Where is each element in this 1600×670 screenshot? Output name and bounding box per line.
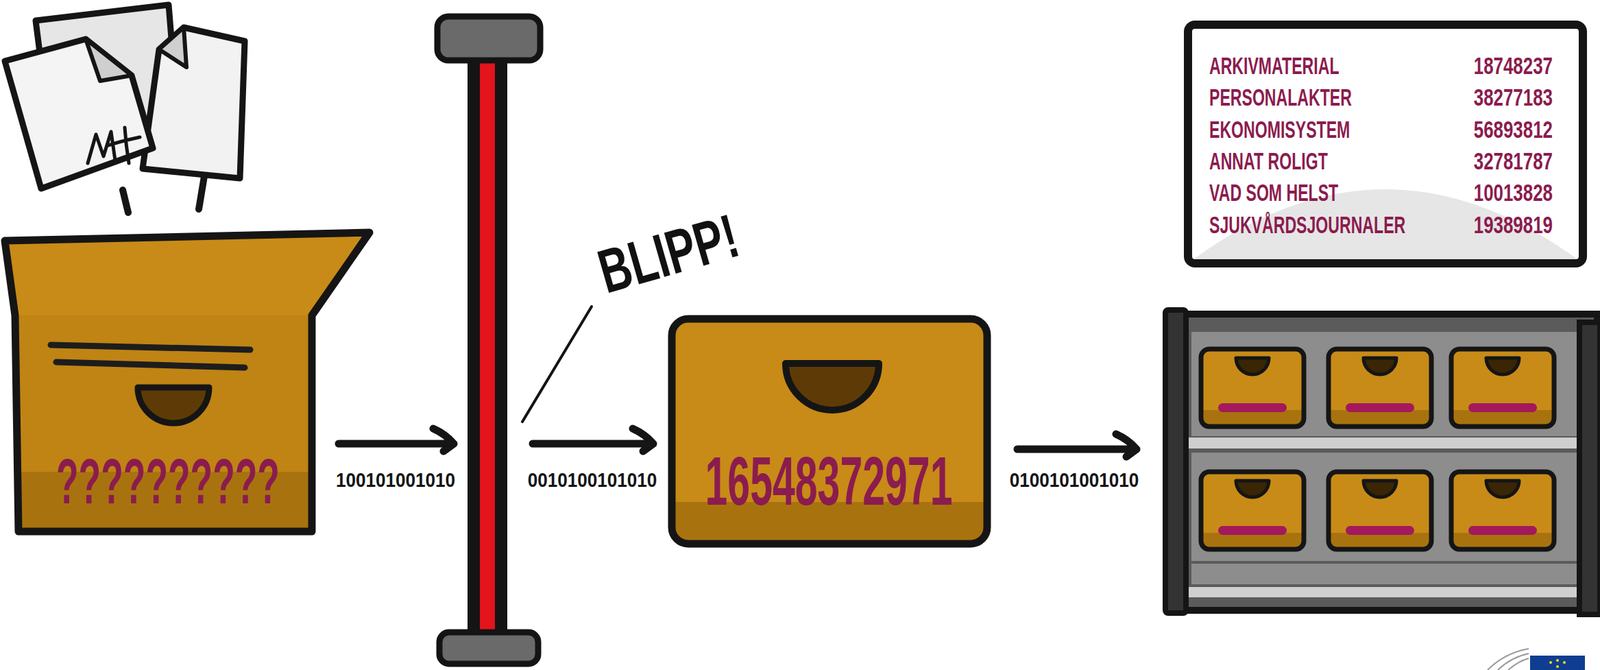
stored-box — [1328, 471, 1432, 550]
bit-stream: 0010100101010 — [527, 470, 657, 491]
panel-border — [1188, 24, 1583, 264]
pole-cap — [437, 16, 541, 61]
leader-line — [522, 306, 592, 422]
logo-star — [1556, 664, 1559, 668]
stored-box — [1201, 471, 1304, 550]
box-handle — [137, 387, 210, 423]
stored-box — [1201, 348, 1304, 427]
arrow-line — [338, 428, 454, 452]
motion-dashes — [122, 176, 205, 213]
open-box: ?????????? — [15, 233, 314, 535]
table-cell: 38277183 — [1473, 85, 1553, 109]
shelf-plank — [1185, 586, 1583, 598]
table-cell: 19389819 — [1473, 212, 1553, 237]
scan-sound: BLIPP! — [591, 204, 745, 303]
logo-lines — [1487, 648, 1529, 670]
box-front — [15, 315, 312, 532]
closed-box: 16548372971 — [671, 318, 988, 544]
scanner-beam — [479, 63, 495, 630]
table-cell: ARKIVMATERIAL — [1209, 53, 1339, 78]
flow-arrow — [532, 428, 654, 452]
shelf-back — [1191, 563, 1577, 585]
flow-arrow — [338, 428, 454, 452]
table-cell: 18748237 — [1473, 53, 1553, 78]
table-cell: SJUKVÅRDSJOURNALER — [1209, 212, 1406, 237]
box-body — [671, 318, 988, 544]
shelf-back — [1191, 452, 1577, 561]
shelf-back — [1191, 331, 1577, 436]
box-outline — [4, 232, 370, 532]
paper-fold — [159, 27, 187, 68]
unknown-id: ?????????? — [56, 449, 280, 513]
stored-box — [1328, 348, 1432, 427]
scanner-gate: BLIPP! — [467, 15, 508, 664]
box-outline — [671, 318, 988, 544]
shelf-frame — [1168, 313, 1598, 611]
box-handle — [785, 363, 879, 410]
box-id: 16548372971 — [705, 446, 953, 515]
bit-stream: 0100101001010 — [1009, 470, 1140, 491]
table-cell: 32781787 — [1473, 148, 1553, 173]
logo-star — [1562, 660, 1566, 664]
scanner-pole — [467, 54, 508, 638]
stored-box — [1451, 471, 1555, 550]
arrow-line — [532, 428, 654, 452]
box-body — [4, 232, 370, 532]
paper-sheet — [4, 39, 153, 189]
signature-scribble — [87, 127, 140, 164]
table-cell: ANNAT ROLIGT — [1209, 148, 1328, 173]
flow-arrow — [1017, 433, 1137, 457]
register-panel: ARKIVMATERIAL 18748237PERSONALAKTER 382771… — [1183, 20, 1587, 268]
table-cell: VAD SOM HELST — [1209, 180, 1339, 205]
box-lines — [50, 344, 251, 368]
shelf-plank — [1185, 437, 1583, 449]
logo-star — [1549, 660, 1553, 664]
table-cell: PERSONALAKTER — [1209, 85, 1352, 109]
panel-bg — [1188, 24, 1583, 264]
paper-sheet — [142, 27, 245, 179]
shelf-post — [1165, 309, 1186, 613]
table-cell: EKONOMISYSTEM — [1209, 117, 1350, 142]
pole-base — [439, 632, 539, 664]
stored-box — [1451, 348, 1555, 427]
table-cell: 56893812 — [1473, 117, 1553, 142]
logo-flag — [1530, 655, 1585, 670]
logo-star — [1556, 658, 1559, 662]
shelf-post — [1579, 322, 1600, 615]
bit-stream: 100101001010 — [335, 470, 455, 491]
paper-fold — [85, 39, 132, 81]
table-cell: 10013828 — [1473, 180, 1553, 205]
